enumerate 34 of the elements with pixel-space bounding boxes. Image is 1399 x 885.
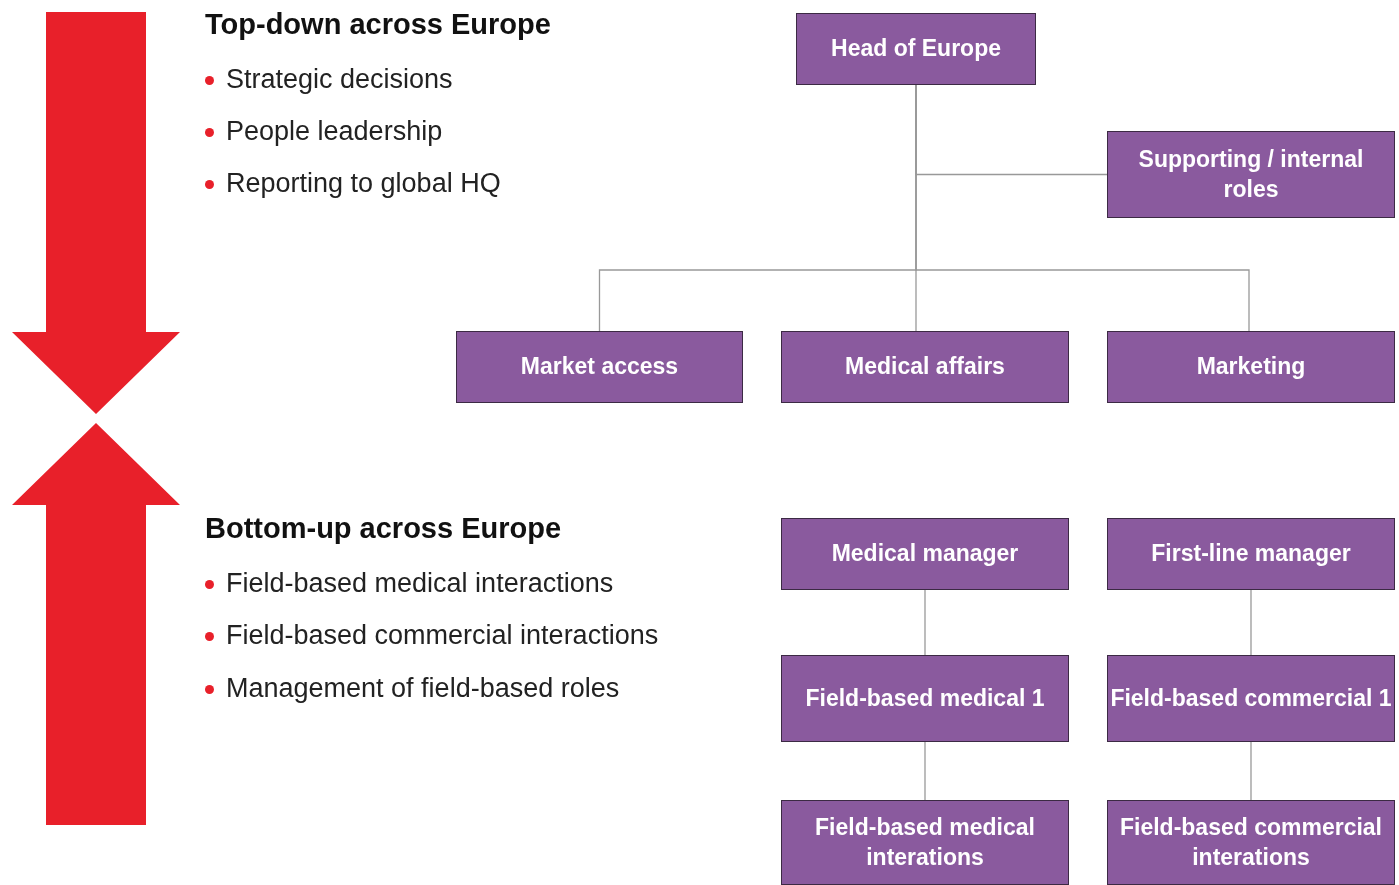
role-box (1107, 131, 1395, 218)
role-box (796, 13, 1036, 85)
role-box (456, 331, 743, 403)
bullet-item: Management of field-based roles (205, 673, 620, 704)
role-title: Field-based commercial 1 (1110, 684, 1392, 711)
bullet-item: Strategic decisions (205, 64, 453, 95)
role-box (1107, 655, 1395, 742)
role-title: Supporting / internal roles (1138, 145, 1364, 202)
role-title: Field-based commercial interations (1119, 813, 1382, 870)
role-title: First-line manager (1151, 540, 1351, 567)
role-title: Market access (520, 353, 679, 380)
connector-line (1250, 589, 1252, 656)
section-heading: Top-down across Europe (205, 8, 551, 41)
role-box (1107, 800, 1395, 885)
role-title: Marketing (1196, 353, 1306, 380)
role-box (781, 800, 1069, 885)
connector-line (1250, 741, 1252, 801)
role-title: Field-based medical 1 (805, 684, 1045, 711)
role-box (781, 518, 1069, 590)
bullet-item: People leadership (205, 116, 443, 147)
role-title: Field-based medical interations (815, 813, 1035, 870)
role-title: Head of Europe (831, 35, 1001, 62)
connector-line (924, 741, 926, 801)
role-title: Medical affairs (845, 353, 1005, 380)
bullet-item: Field-based medical interactions (205, 568, 614, 599)
role-box (1107, 518, 1395, 590)
section-heading: Bottom-up across Europe (205, 512, 562, 545)
connector-line (924, 589, 926, 656)
role-box (781, 655, 1069, 742)
role-title: Medical manager (831, 540, 1019, 567)
role-box (781, 331, 1069, 403)
role-box (1107, 331, 1395, 403)
bullet-item: Reporting to global HQ (205, 168, 501, 199)
bullet-item: Field-based commercial interactions (205, 620, 659, 651)
